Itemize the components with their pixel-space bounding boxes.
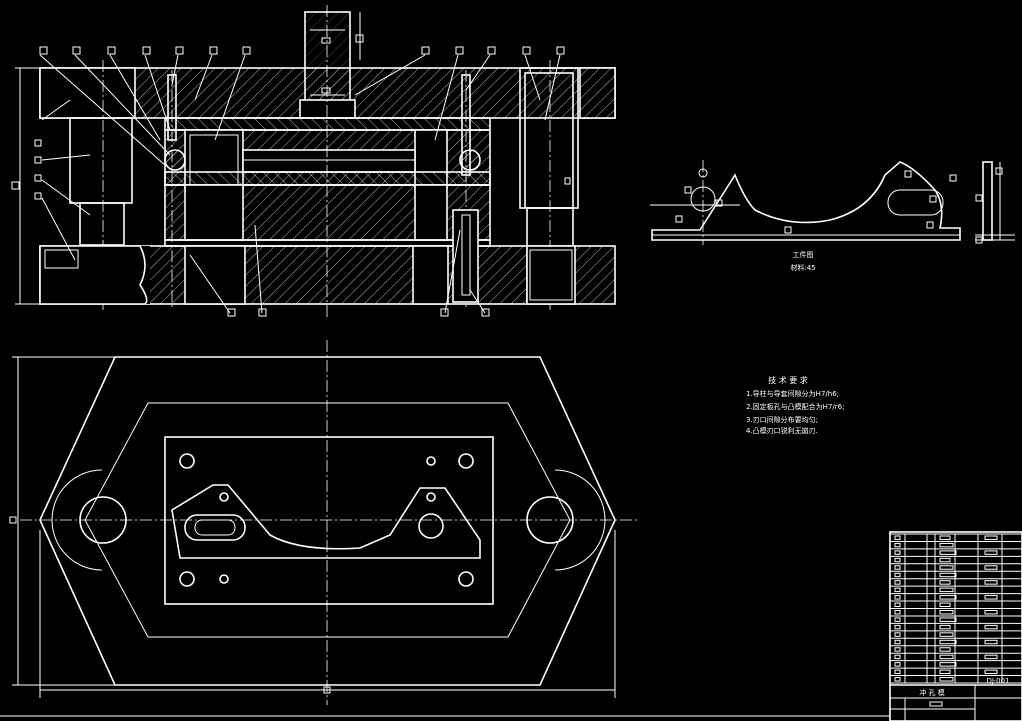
tech-item-4: 4.凸模刃口锐利无崩刃. (746, 426, 818, 435)
title-block: 冲 孔 模 DJ-001 (889, 531, 1022, 721)
parts-list-rows (889, 533, 1022, 684)
parts-list-material-cell (984, 610, 998, 615)
parts-list-index-cell (894, 632, 901, 637)
parts-list-name-cell (939, 639, 957, 645)
parts-list-name-cell (939, 617, 957, 622)
parts-list-material-cell (984, 550, 998, 555)
leader-lines-bottom (189, 224, 490, 317)
parts-list-name-cell (939, 580, 951, 585)
front-section-view (11, 5, 616, 318)
lower-die-plate (39, 209, 616, 305)
parts-list-name-cell (939, 565, 954, 570)
parts-list-material-cell (984, 639, 998, 645)
parts-list-index-cell (894, 677, 901, 682)
parts-list-name-cell (939, 595, 957, 600)
leader-lines-left (34, 99, 91, 261)
parts-list-index-cell (894, 580, 901, 585)
parts-list-index-cell (894, 610, 901, 615)
parts-list-index-cell (894, 602, 901, 607)
parts-list-index-cell (894, 624, 901, 630)
parts-list-name-cell (939, 669, 951, 675)
parts-list-material-cell (984, 565, 998, 570)
plan-view (9, 340, 640, 705)
leader-lines-top (39, 46, 565, 166)
parts-list-index-cell (894, 572, 901, 578)
parts-list-name-cell (939, 550, 957, 555)
parts-list-material-cell (984, 654, 998, 660)
parts-list-material-cell (984, 580, 998, 585)
die-block (164, 184, 491, 247)
tech-item-1: 1.导柱与导套间隙分为H7/h6; (746, 389, 839, 398)
parts-list-name-cell (939, 535, 951, 540)
title-name: 冲 孔 模 (919, 688, 944, 697)
tech-item-3: 3.刃口间隙分布要均匀; (746, 415, 818, 424)
parts-list-index-cell (894, 654, 901, 660)
parts-list-index-cell (894, 639, 901, 645)
parts-list-name-cell (939, 677, 954, 682)
parts-list-material-cell (984, 595, 998, 600)
parts-list-index-cell (894, 617, 901, 622)
punch-plate-assembly (164, 70, 491, 310)
workpiece-material: 材料:45 (790, 263, 815, 272)
parts-list-index-cell (894, 550, 901, 555)
parts-list-name-cell (939, 572, 957, 578)
parts-list-material-cell (984, 535, 998, 540)
workpiece-caption: 工件图 (793, 250, 814, 259)
tech-item-2: 2.固定板孔与凸模配合为H7/r6; (746, 402, 844, 411)
workpiece-drawing: 工件图 材料:45 (650, 160, 1015, 272)
parts-list-name-cell (939, 624, 951, 630)
parts-list-index-cell (894, 595, 901, 600)
tech-requirements: 技 术 要 求 1.导柱与导套间隙分为H7/h6; 2.固定板孔与凸模配合为H7… (746, 375, 844, 435)
parts-list-index-cell (894, 662, 901, 667)
parts-list-name-cell (939, 654, 954, 660)
parts-list-name-cell (939, 662, 957, 667)
parts-list-index-cell (894, 557, 901, 563)
upper-die-plate (39, 67, 616, 119)
parts-list-name-cell (939, 610, 954, 615)
parts-list-index-cell (894, 542, 901, 548)
parts-list-name-cell (939, 542, 954, 548)
parts-list-index-cell (894, 535, 901, 540)
title-drawing-no: DJ-001 (986, 677, 1009, 685)
parts-list-name-cell (939, 647, 951, 652)
parts-list-index-cell (894, 565, 901, 570)
parts-list-name-cell (939, 587, 954, 593)
parts-list-name-cell (939, 602, 951, 607)
parts-list-material-cell (984, 669, 998, 675)
parts-list-index-cell (894, 587, 901, 593)
tech-title: 技 术 要 求 (768, 375, 808, 385)
parts-list-name-cell (939, 557, 951, 563)
parts-list-name-cell (939, 632, 954, 637)
parts-list-material-cell (984, 624, 998, 630)
parts-list-index-cell (894, 647, 901, 652)
parts-list-index-cell (894, 669, 901, 675)
